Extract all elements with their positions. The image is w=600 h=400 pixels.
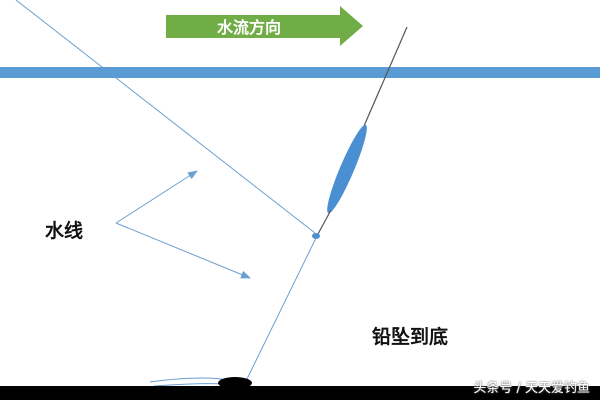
fishing-float-icon xyxy=(327,124,367,214)
pointer-arrow-lower xyxy=(115,222,251,279)
float-tail xyxy=(317,209,332,235)
pointer-arrow-upper xyxy=(115,170,198,224)
slanted-water-line xyxy=(15,0,316,234)
watermark: 头条号 / 天天爱钓鱼 xyxy=(473,381,590,396)
water-surface-line xyxy=(0,67,600,78)
hook-line-upper xyxy=(149,377,223,383)
sinker-to-bottom-label: 铅坠到底 xyxy=(372,326,449,348)
hook-line-lower xyxy=(153,383,226,387)
float-line-knot xyxy=(312,233,320,239)
sinker-icon xyxy=(218,377,252,389)
water-line-label: 水线 xyxy=(45,220,84,242)
bottom-bed xyxy=(0,386,600,400)
flow-direction-label: 水流方向 xyxy=(216,18,281,37)
float-top-antenna xyxy=(363,26,408,127)
right-arrow-icon xyxy=(166,6,363,46)
main-fishing-line xyxy=(245,237,317,382)
